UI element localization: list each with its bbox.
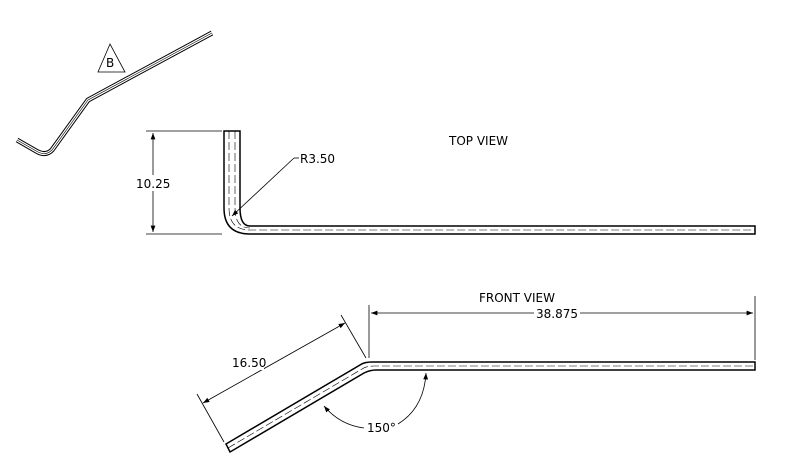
angle-dimension (323, 372, 429, 429)
angled-length-dimension (196, 314, 367, 443)
length-dimension (368, 296, 756, 360)
length-dimension-value: 38.875 (536, 307, 578, 321)
front-view-label: FRONT VIEW (479, 291, 555, 305)
top-view-part (223, 130, 756, 235)
datum-label: B (106, 56, 114, 70)
angled-length-value: 16.50 (232, 356, 266, 370)
front-view-part (225, 361, 756, 454)
radius-dimension-value: R3.50 (300, 152, 335, 166)
angle-value: 150° (367, 421, 396, 435)
top-view-label: TOP VIEW (448, 134, 508, 148)
radius-leader (231, 157, 299, 217)
isometric-view (15, 30, 214, 157)
height-dimension-value: 10.25 (136, 177, 170, 191)
datum-triangle: B (97, 43, 126, 73)
